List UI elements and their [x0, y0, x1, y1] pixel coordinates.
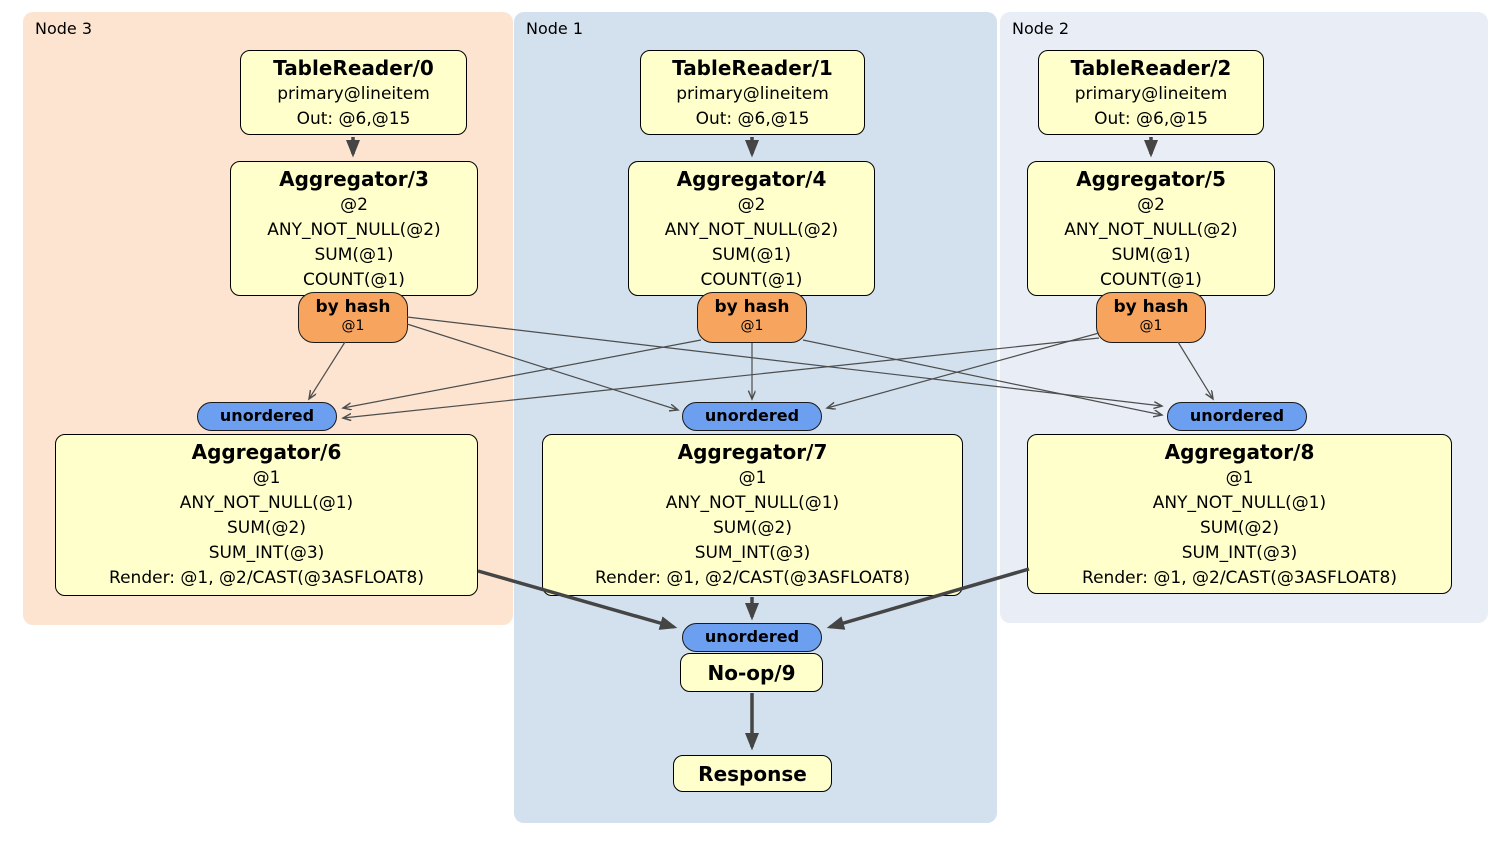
sync-unordered-final: unordered — [682, 623, 822, 652]
box-line: ANY_NOT_NULL(@2) — [1064, 220, 1238, 240]
box-line: @2 — [737, 195, 766, 215]
processor-noop-9: No-op/9 — [680, 653, 823, 692]
box-line: ANY_NOT_NULL(@2) — [664, 220, 839, 240]
box-line: Render: @1, @2/CAST(@3ASFLOAT8) — [109, 568, 424, 588]
processor-title: No-op/9 — [707, 660, 796, 685]
router-label: by hash — [315, 297, 391, 317]
router-key: @1 — [740, 318, 764, 334]
box-line: COUNT(@1) — [700, 270, 803, 290]
box-line: ANY_NOT_NULL(@2) — [267, 220, 441, 240]
box-line: Out: @6,@15 — [296, 109, 411, 129]
box-line: SUM(@2) — [1200, 518, 1279, 538]
box-line: COUNT(@1) — [1100, 270, 1202, 290]
processor-title: Aggregator/3 — [279, 167, 429, 191]
sync-unordered-node2: unordered — [1167, 402, 1307, 431]
box-line: SUM_INT(@3) — [1181, 543, 1298, 563]
box-line: SUM(@1) — [712, 245, 791, 265]
router-by-hash-node3: by hash @1 — [298, 292, 408, 343]
box-line: @1 — [1225, 468, 1254, 488]
box-line: primary@lineitem — [277, 84, 430, 104]
box-line: Out: @6,@15 — [695, 109, 810, 129]
router-key: @1 — [341, 318, 365, 334]
box-line: primary@lineitem — [1074, 84, 1228, 104]
box-line: @1 — [252, 468, 281, 488]
processor-title: Aggregator/7 — [677, 440, 828, 464]
response-box: Response — [673, 755, 832, 792]
processor-title: TableReader/1 — [672, 56, 833, 80]
box-line: primary@lineitem — [676, 84, 829, 104]
box-line: Render: @1, @2/CAST(@3ASFLOAT8) — [1082, 568, 1397, 588]
box-line: Out: @6,@15 — [1094, 109, 1208, 129]
box-line: ANY_NOT_NULL(@1) — [179, 493, 354, 513]
box-line: SUM_INT(@3) — [694, 543, 811, 563]
box-line: Render: @1, @2/CAST(@3ASFLOAT8) — [595, 568, 910, 588]
router-key: @1 — [1139, 318, 1163, 334]
box-line: @1 — [738, 468, 767, 488]
processor-title: Aggregator/8 — [1164, 440, 1315, 464]
box-line: @2 — [340, 195, 368, 215]
processor-title: Aggregator/6 — [191, 440, 342, 464]
box-line: SUM(@1) — [1111, 245, 1191, 265]
processor-title: TableReader/0 — [273, 56, 434, 80]
sync-unordered-node3: unordered — [197, 402, 337, 431]
processor-title: TableReader/2 — [1070, 56, 1232, 80]
router-label: by hash — [714, 297, 790, 317]
sync-unordered-node1: unordered — [682, 402, 822, 431]
panel-node1-label: Node 1 — [526, 19, 584, 38]
box-line: SUM(@2) — [713, 518, 792, 538]
processor-title: Aggregator/5 — [1076, 167, 1226, 191]
panel-node3-label: Node 3 — [35, 19, 93, 38]
router-label: by hash — [1113, 297, 1189, 317]
panel-node2-label: Node 2 — [1012, 19, 1070, 38]
box-line: SUM(@2) — [227, 518, 306, 538]
box-line: ANY_NOT_NULL(@1) — [665, 493, 840, 513]
router-by-hash-node2: by hash @1 — [1096, 292, 1206, 343]
box-line: SUM(@1) — [314, 245, 394, 265]
processor-title: Aggregator/4 — [676, 167, 827, 191]
box-line: SUM_INT(@3) — [208, 543, 325, 563]
processor-title: Response — [698, 761, 807, 786]
box-line: @2 — [1137, 195, 1165, 215]
box-line: COUNT(@1) — [303, 270, 405, 290]
box-line: ANY_NOT_NULL(@1) — [1152, 493, 1327, 513]
router-by-hash-node1: by hash @1 — [697, 292, 807, 343]
